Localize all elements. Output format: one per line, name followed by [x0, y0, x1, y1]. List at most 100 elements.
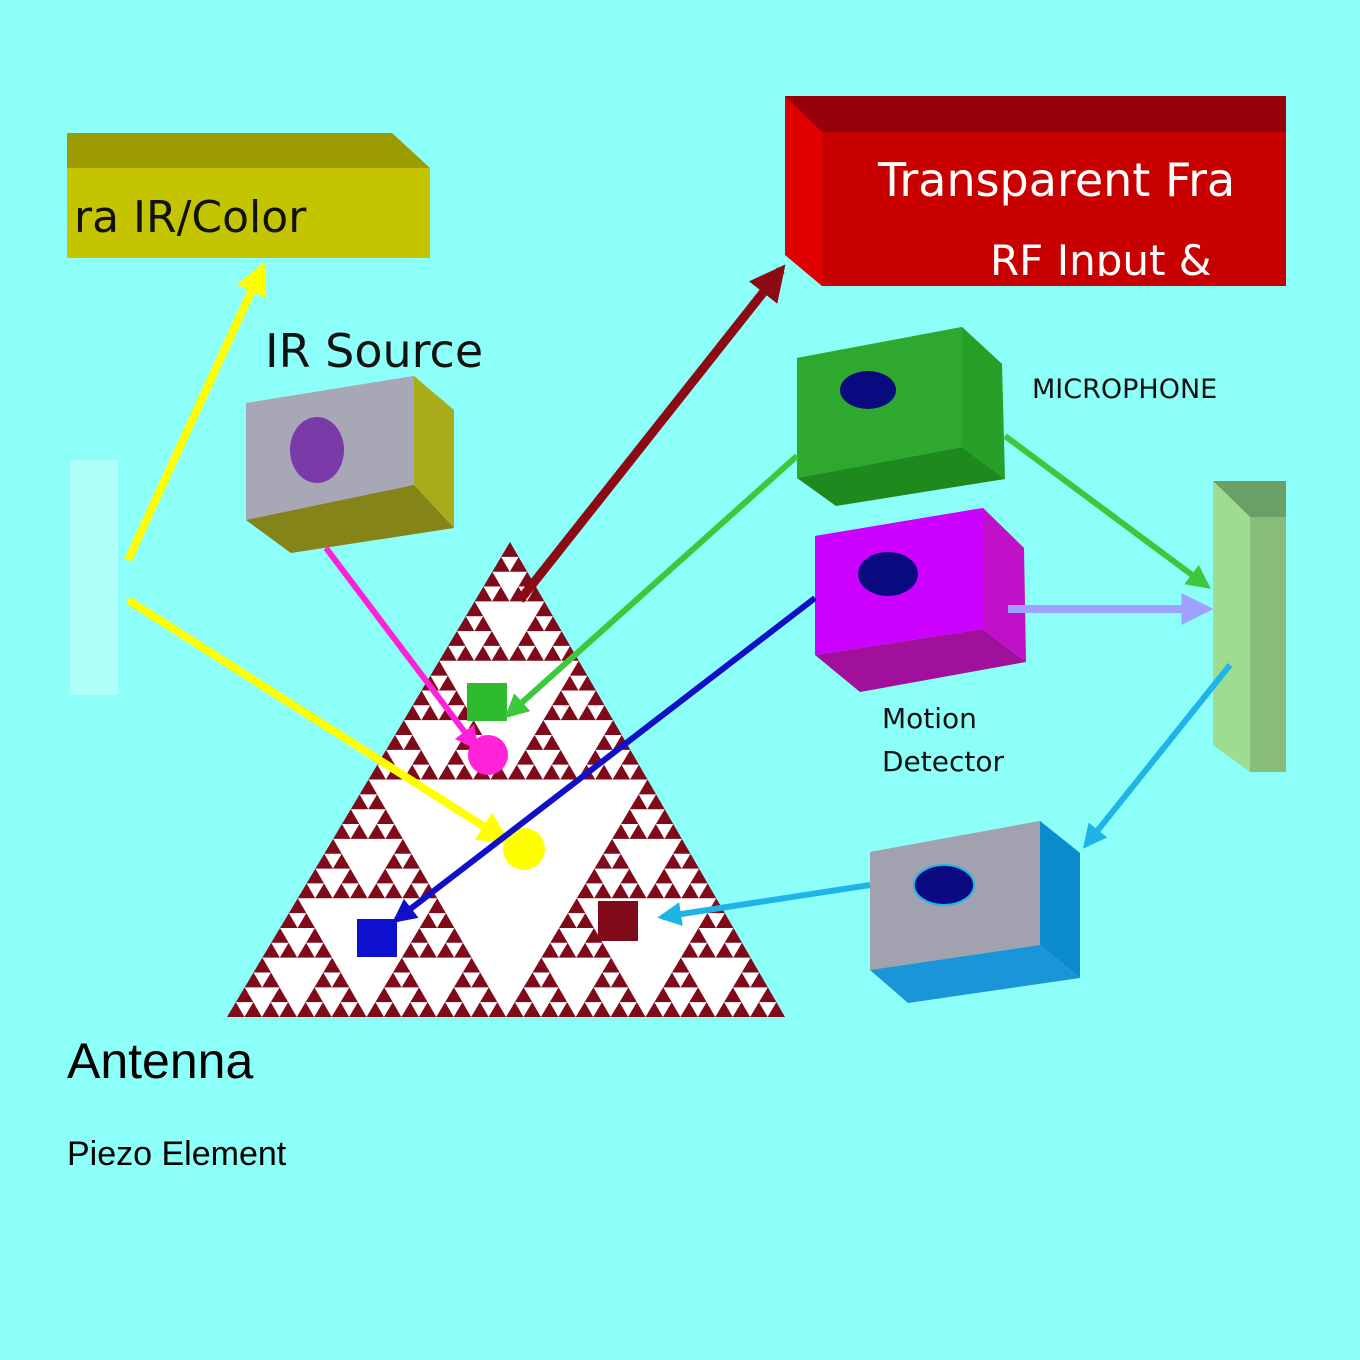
green-square-marker	[467, 683, 507, 721]
sierpinski-hole	[584, 1002, 603, 1017]
sierpinski-hole	[410, 1002, 428, 1017]
sierpinski-hole	[340, 1002, 358, 1017]
sierpinski-hole	[516, 764, 535, 780]
faint-left-shape	[70, 460, 118, 695]
green-panel	[1213, 481, 1286, 772]
sierpinski-hole	[341, 824, 360, 839]
sierpinski-hole	[654, 1002, 672, 1017]
sierpinski-hole	[428, 913, 446, 928]
sierpinski-hole	[445, 942, 464, 958]
arrow-skyblue-to-antenna	[657, 882, 871, 926]
sierpinski-hole	[672, 972, 690, 988]
sierpinski-hole	[523, 987, 559, 1017]
sensor-box	[870, 821, 1080, 1003]
sierpinski-hole	[448, 645, 466, 661]
sierpinski-hole	[253, 972, 271, 988]
sierpinski-hole	[324, 853, 342, 869]
sierpinski-hole	[585, 883, 604, 899]
microphone-label: MICROPHONE	[1032, 374, 1218, 405]
arrow-blue-from-motion	[392, 595, 817, 923]
sierpinski-antenna	[227, 542, 785, 1017]
sierpinski-hole	[620, 883, 638, 899]
sierpinski-hole	[689, 1002, 707, 1017]
arrow-magenta-from-ir	[323, 546, 479, 751]
sierpinski-hole	[453, 987, 489, 1017]
sierpinski-hole	[376, 824, 395, 839]
sierpinski-hole	[456, 631, 492, 661]
antenna-label: Antenna	[67, 1033, 254, 1089]
arrow-skyblue-to-sensor	[1083, 663, 1233, 849]
sierpinski-hole	[235, 1002, 254, 1017]
darkred-square-marker	[598, 901, 638, 941]
sierpinski-hole	[393, 972, 411, 988]
sierpinski-hole	[447, 764, 465, 780]
sierpinski-hole	[638, 794, 657, 810]
sierpinski-hole	[535, 616, 553, 632]
sierpinski-hole	[288, 913, 307, 928]
sierpinski-hole	[550, 942, 568, 958]
sierpinski-hole	[732, 987, 768, 1017]
sierpinski-hole	[462, 972, 481, 988]
motion-label-line2: Detector	[882, 745, 1005, 778]
ir-source-label: IR Source	[265, 324, 484, 378]
frame-label-line1: Transparent Fra	[878, 153, 1236, 207]
sierpinski-hole	[394, 853, 412, 869]
microphone-box	[797, 327, 1005, 506]
sierpinski-hole	[602, 972, 620, 988]
sierpinski-hole	[517, 645, 536, 661]
sierpinski-hole	[689, 942, 708, 958]
sierpinski-hole	[525, 749, 561, 780]
sierpinski-hole	[673, 853, 691, 869]
sierpinski-hole	[690, 883, 708, 899]
sierpinski-hole	[280, 927, 315, 958]
sierpinski-hole	[395, 734, 413, 750]
sierpinski-hole	[621, 764, 639, 780]
sierpinski-hole	[368, 779, 648, 1017]
sierpinski-hole	[315, 868, 351, 899]
sierpinski-hole	[741, 972, 760, 988]
sierpinski-hole	[594, 868, 630, 899]
sierpinski-hole	[569, 675, 588, 691]
sierpinski-hole	[559, 927, 594, 958]
sierpinski-hole	[620, 824, 639, 839]
sierpinski-hole	[534, 734, 552, 750]
sierpinski-hole	[465, 616, 484, 632]
transparent-frame-box	[785, 96, 1286, 286]
sierpinski-hole	[350, 809, 386, 839]
sierpinski-hole	[585, 942, 603, 958]
ir-source-box	[246, 376, 454, 553]
sierpinski-hole	[479, 1002, 498, 1017]
arrow-darkred-to-frame	[516, 264, 786, 603]
sierpinski-hole	[401, 957, 472, 1017]
sierpinski-hole	[297, 898, 438, 1017]
sierpinski-hole	[474, 601, 545, 661]
arrow-green-from-mic	[504, 453, 800, 719]
sierpinski-hole	[587, 705, 605, 721]
sierpinski-hole	[410, 942, 429, 958]
sierpinski-hole	[419, 927, 455, 958]
sierpinski-hole	[333, 838, 403, 899]
sierpinski-hole	[323, 972, 341, 988]
sierpinski-hole	[612, 838, 682, 899]
sierpinski-hole	[707, 913, 725, 928]
sierpinski-hole	[603, 853, 621, 869]
sierpinski-hole	[375, 1002, 393, 1017]
sierpinski-hole	[421, 690, 457, 721]
sierpinski-hole	[447, 705, 466, 721]
sierpinski-hole	[271, 942, 289, 958]
blue-square-marker	[357, 919, 397, 957]
sierpinski-hole	[724, 1002, 742, 1017]
sierpinski-hole	[482, 645, 501, 661]
sierpinski-hole	[655, 883, 673, 899]
sierpinski-hole	[412, 764, 430, 780]
sierpinski-hole	[561, 690, 596, 721]
sierpinski-hole	[501, 556, 519, 572]
sierpinski-hole	[385, 868, 421, 899]
sierpinski-hole	[262, 957, 333, 1017]
sierpinski-hole	[514, 1002, 533, 1017]
sierpinski-hole	[492, 571, 528, 602]
sierpinski-hole	[664, 868, 700, 899]
sierpinski-hole	[412, 705, 431, 721]
sierpinski-hole	[376, 883, 394, 899]
sierpinski-hole	[552, 705, 570, 721]
